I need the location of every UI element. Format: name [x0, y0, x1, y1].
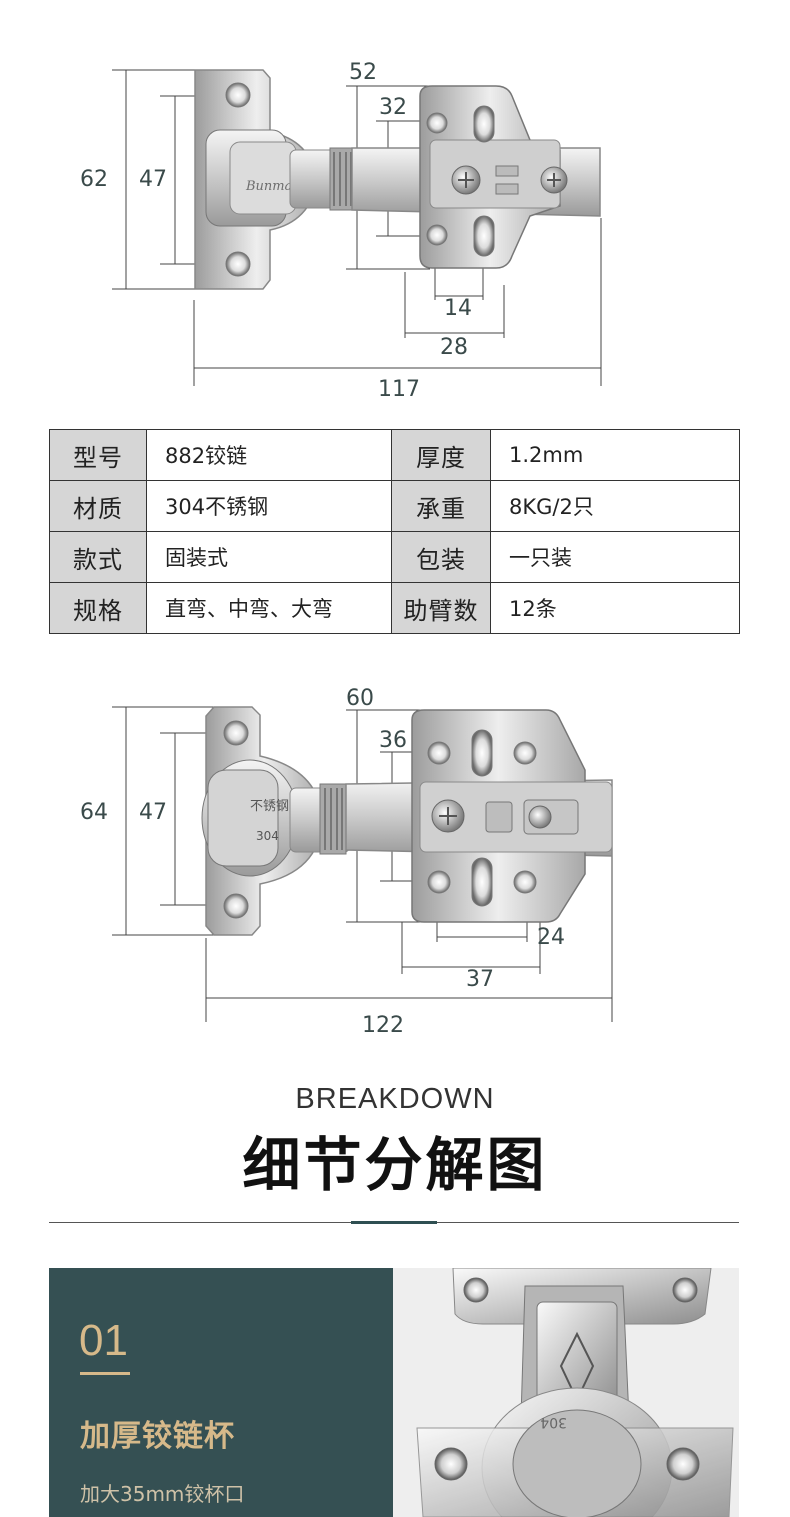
hinge-cup-closeup: 304	[393, 1268, 739, 1517]
dim-28: 28	[440, 335, 468, 360]
detail-underline	[80, 1372, 130, 1375]
detail-description: 加大35mm铰杯口	[80, 1482, 245, 1506]
dim-52: 52	[349, 60, 377, 85]
table-row: 规格 直弯、中弯、大弯 助臂数 12条	[49, 582, 740, 634]
spec-key: 规格	[49, 582, 147, 634]
detail-panel-01: 01 加厚铰链杯 加大35mm铰杯口	[49, 1268, 393, 1517]
hinge-drawing-2: 不锈钢 304	[112, 706, 613, 1022]
dim-32: 32	[379, 95, 407, 120]
spec-key: 包装	[391, 531, 491, 583]
spec-value: 882铰链	[146, 429, 392, 481]
spec-value: 固装式	[146, 531, 392, 583]
dim-47: 47	[139, 167, 167, 192]
breakdown-title-cn: 细节分解图	[242, 1131, 548, 1199]
table-row: 款式 固装式 包装 一只装	[49, 531, 740, 583]
spec-value: 一只装	[490, 531, 740, 583]
photo-stamp-304: 304	[540, 1414, 567, 1430]
spec-key: 材质	[49, 480, 147, 532]
cup-material-text: 不锈钢	[250, 799, 289, 814]
dim-62: 62	[80, 167, 108, 192]
spec-key: 款式	[49, 531, 147, 583]
dim-36: 36	[379, 728, 407, 753]
brand-mark-text: Bunma	[245, 179, 292, 194]
dim-24: 24	[537, 925, 565, 950]
cup-304-text: 304	[256, 829, 279, 843]
dim-117: 117	[378, 377, 420, 402]
detail-number: 01	[79, 1316, 128, 1365]
breakdown-title-en: BREAKDOWN	[295, 1083, 495, 1115]
spec-key: 厚度	[391, 429, 491, 481]
table-row: 材质 304不锈钢 承重 8KG/2只	[49, 480, 740, 532]
dim-64: 64	[80, 800, 108, 825]
hinge-diagram-1: Bunma 62 47 52 32 14 28 117	[0, 0, 790, 420]
detail-photo-hinge-cup: 304	[393, 1268, 739, 1517]
spec-value: 1.2mm	[490, 429, 740, 481]
dim-37: 37	[466, 967, 494, 992]
hinge-diagram-2: 不锈钢 304 64 47 60 36 24 37 122	[0, 660, 790, 1060]
detail-title: 加厚铰链杯	[80, 1419, 235, 1454]
spec-key: 型号	[49, 429, 147, 481]
spec-value: 直弯、中弯、大弯	[146, 582, 392, 634]
table-row: 型号 882铰链 厚度 1.2mm	[49, 429, 740, 481]
dim-14: 14	[444, 296, 472, 321]
divider-accent	[351, 1221, 437, 1224]
dim-122: 122	[362, 1013, 404, 1038]
spec-value: 8KG/2只	[490, 480, 740, 532]
dim-60: 60	[346, 686, 374, 711]
spec-key: 助臂数	[391, 582, 491, 634]
spec-key: 承重	[391, 480, 491, 532]
hinge-drawing-1: Bunma	[112, 69, 602, 386]
spec-value: 12条	[490, 582, 740, 634]
spec-table: 型号 882铰链 厚度 1.2mm 材质 304不锈钢 承重 8KG/2只 款式…	[49, 429, 740, 634]
spec-value: 304不锈钢	[146, 480, 392, 532]
dim-47: 47	[139, 800, 167, 825]
